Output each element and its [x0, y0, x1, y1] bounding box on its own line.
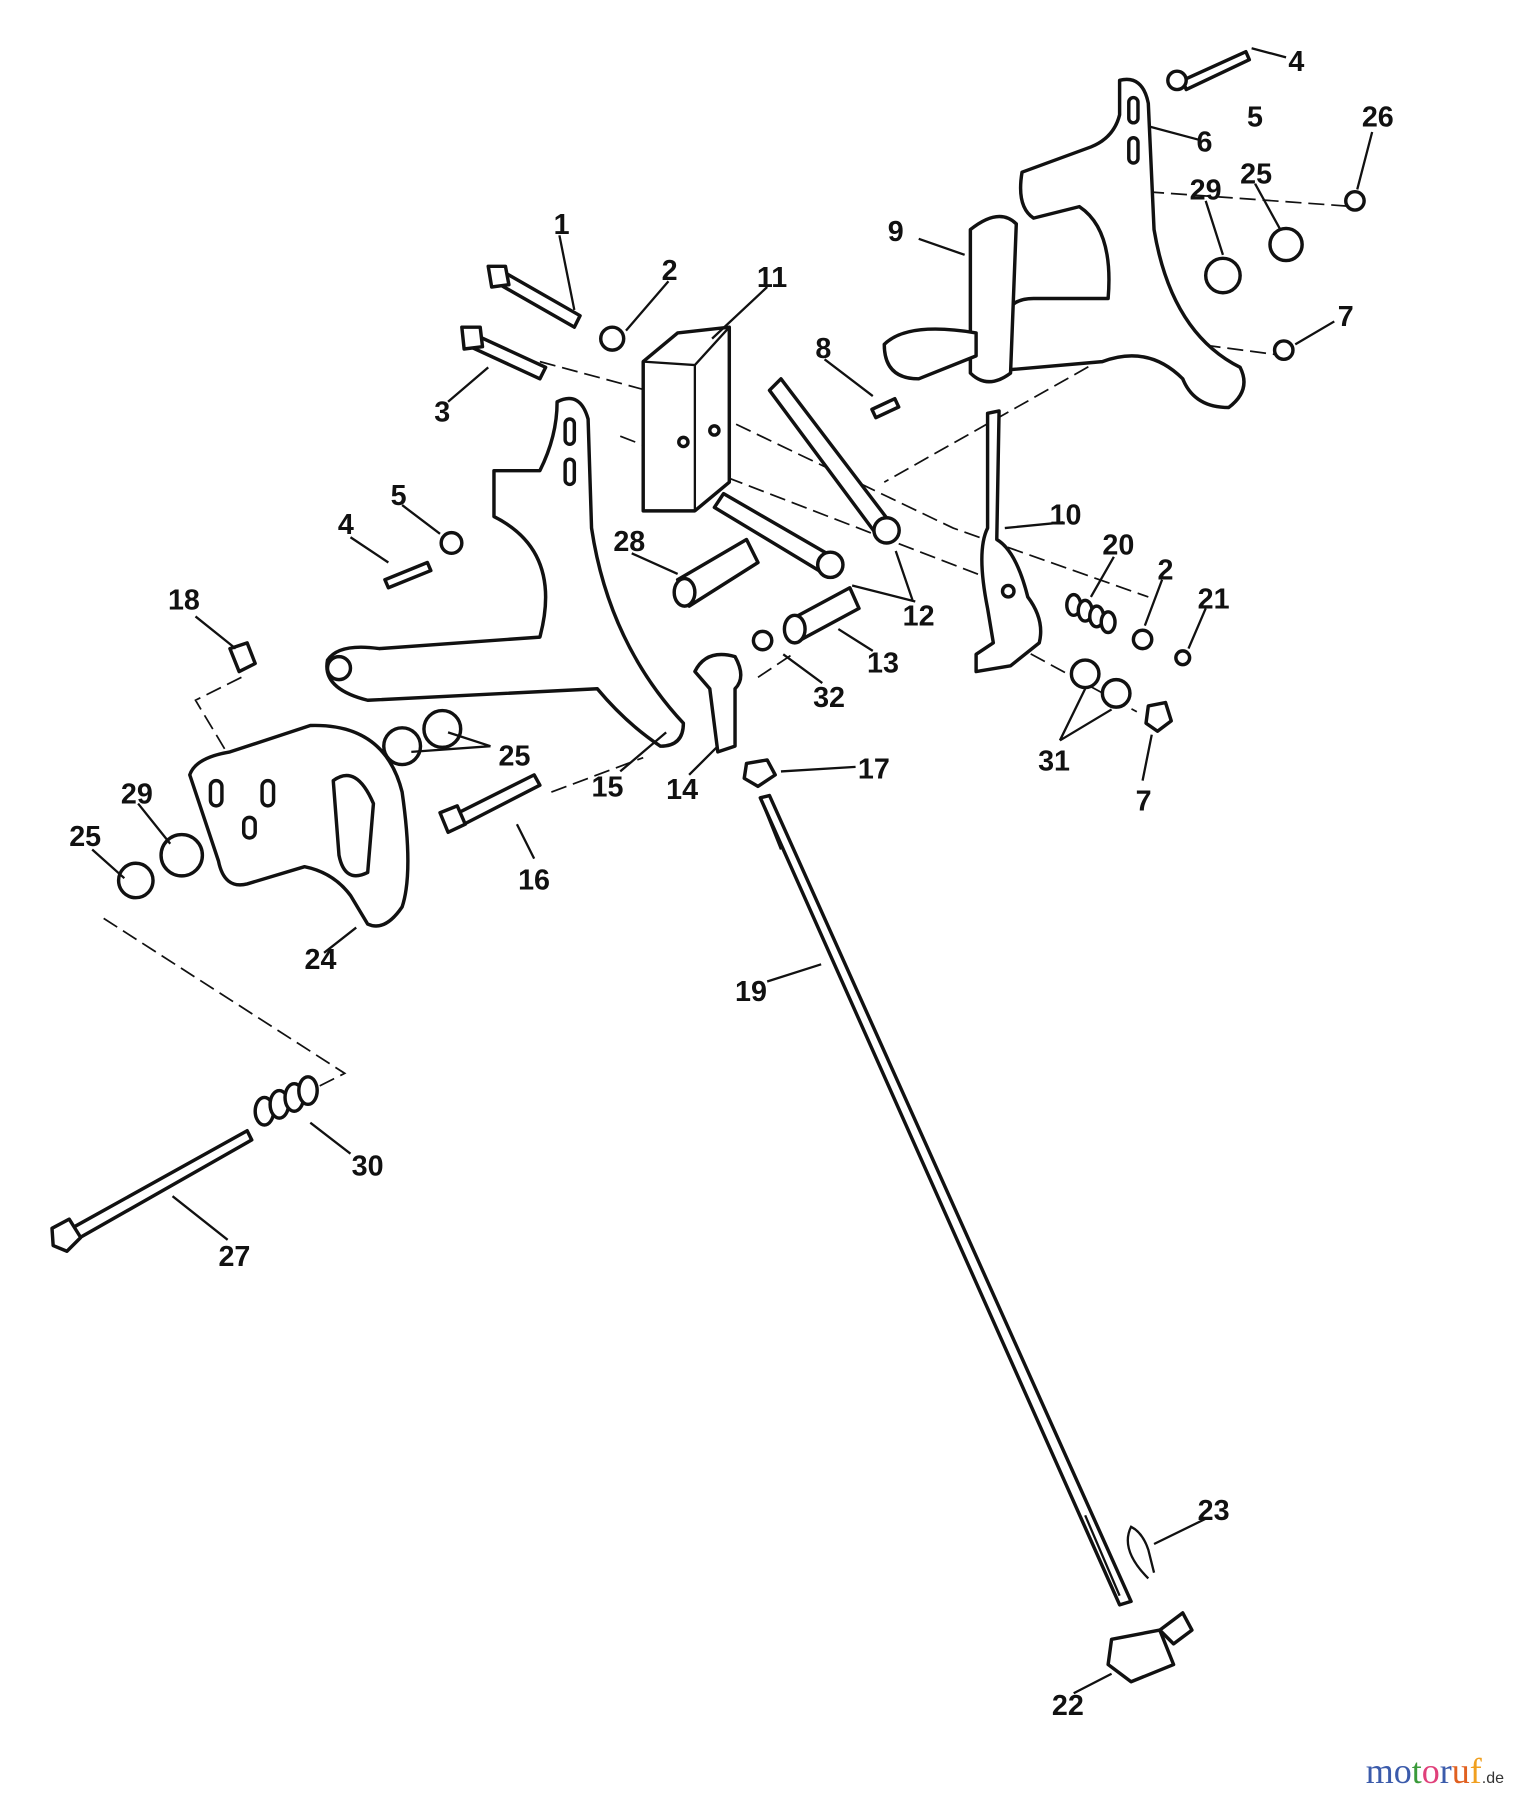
- hairpin-clip: [1126, 1525, 1156, 1580]
- pin-12a: [767, 377, 892, 539]
- callout-29b: 29: [121, 779, 153, 811]
- callout-12: 12: [903, 601, 935, 633]
- callout-2: 2: [662, 255, 678, 287]
- callout-31: 31: [1038, 745, 1070, 777]
- callout-11: 11: [757, 262, 787, 294]
- callout-22: 22: [1052, 1690, 1084, 1722]
- callout-25: 25: [1240, 159, 1272, 191]
- callout-15: 15: [592, 772, 624, 804]
- callout-26: 26: [1362, 101, 1394, 133]
- bolt-27: [69, 1129, 254, 1242]
- callout-19: 19: [735, 976, 767, 1008]
- callout-4b: 4: [338, 509, 354, 541]
- callout-32: 32: [813, 682, 845, 714]
- callout-16: 16: [518, 865, 550, 897]
- swivel-block: [1106, 1628, 1176, 1684]
- callout-18: 18: [168, 585, 200, 617]
- callout-28: 28: [613, 526, 645, 558]
- callout-29: 29: [1190, 175, 1222, 207]
- washer-32: [751, 629, 774, 652]
- grommet-29b: [159, 832, 205, 878]
- spring-20: [1065, 592, 1117, 635]
- link-10: [974, 409, 1043, 674]
- watermark-letter: m: [1365, 1751, 1394, 1791]
- watermark-letter: r: [1439, 1751, 1452, 1791]
- watermark-letter: f: [1469, 1751, 1482, 1791]
- washer-31b: [1100, 677, 1132, 709]
- right-bracket: [1001, 77, 1246, 410]
- callout-labels: 4 5 6 26 29 25 7 9 1 2 11 8 3 5 4 28 10 …: [69, 46, 1394, 1722]
- callout-7b: 7: [1136, 785, 1152, 817]
- callout-5: 5: [1247, 101, 1263, 133]
- callout-10: 10: [1050, 500, 1082, 532]
- grommet-29: [1203, 256, 1242, 295]
- callout-6: 6: [1197, 127, 1213, 159]
- washer-31a: [1069, 658, 1101, 690]
- callout-7: 7: [1338, 301, 1354, 333]
- callout-14: 14: [666, 774, 698, 806]
- callout-1: 1: [554, 209, 570, 241]
- callout-21: 21: [1198, 583, 1230, 615]
- callout-20: 20: [1102, 529, 1134, 561]
- left-bracket: [325, 396, 686, 748]
- callout-5b: 5: [391, 480, 407, 512]
- rod-end: [693, 652, 743, 754]
- watermark-letter: t: [1411, 1751, 1422, 1791]
- callout-24: 24: [305, 944, 337, 976]
- watermark-letter: o: [1393, 1751, 1412, 1791]
- callout-2b: 2: [1157, 555, 1173, 587]
- adjustment-plate: [188, 723, 410, 928]
- callout-9: 9: [888, 216, 904, 248]
- callout-30: 30: [352, 1151, 384, 1183]
- lever-handle: [968, 214, 1019, 384]
- callout-4: 4: [1288, 46, 1304, 78]
- control-rod: [758, 793, 1133, 1607]
- callout-25b: 25: [499, 741, 531, 773]
- nut-17: [742, 758, 777, 789]
- leader-lines: [91, 47, 1374, 1695]
- callout-13: 13: [867, 648, 899, 680]
- lever-arm: [882, 327, 978, 381]
- callout-3: 3: [434, 396, 450, 428]
- bolt-16: [452, 773, 542, 829]
- callout-27: 27: [218, 1241, 250, 1273]
- callout-23: 23: [1198, 1495, 1230, 1527]
- watermark-letter: o: [1421, 1751, 1440, 1791]
- watermark-letter: u: [1451, 1751, 1470, 1791]
- mounting-block: [641, 325, 732, 513]
- watermark-brand: motoruf: [1366, 1751, 1482, 1791]
- spring-30: [253, 1075, 319, 1127]
- callout-25c: 25: [69, 821, 101, 853]
- callout-8: 8: [815, 333, 831, 365]
- watermark-logo: motoruf.de: [1366, 1750, 1504, 1792]
- nut-7: [1144, 700, 1173, 733]
- watermark-suffix: .de: [1481, 1770, 1504, 1787]
- callout-17: 17: [858, 753, 890, 785]
